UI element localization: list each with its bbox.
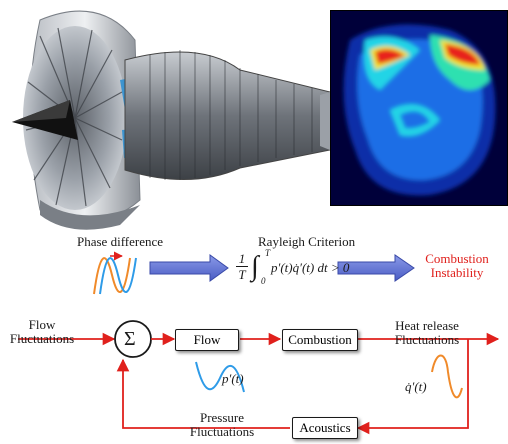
pressure-wave	[195, 361, 245, 393]
formula-numerator: 1	[238, 251, 246, 266]
pressure-fluctuations-label: Pressure Fluctuations	[189, 410, 255, 439]
heat-wave	[431, 354, 463, 399]
flow-block: Flow	[175, 329, 239, 351]
integral-upper: T	[265, 248, 271, 258]
integral-sign: ∫	[251, 251, 259, 282]
acoustics-block: Acoustics	[292, 417, 358, 439]
rayleigh-criterion-label: Rayleigh Criterion	[258, 234, 356, 249]
phase-difference-waves	[93, 251, 137, 295]
big-arrow-2	[337, 254, 415, 282]
big-arrow-1	[149, 254, 229, 282]
heat-signal-label: q̇′(t)	[405, 379, 427, 394]
combustion-block: Combustion	[282, 329, 358, 351]
pressure-signal-label: p′(t)	[222, 371, 244, 386]
phase-difference-label: Phase difference	[77, 234, 164, 249]
formula-integrand: p′(t)q̇′(t) dt > 0	[271, 260, 350, 275]
summation-symbol: Σ	[124, 328, 136, 350]
heat-release-label: Heat release Fluctuations	[394, 318, 460, 347]
integral-lower: 0	[261, 276, 266, 286]
flow-fluctuations-label: Flow Fluctuations	[9, 317, 75, 346]
combustion-instability-label: Combustion Instability	[425, 251, 489, 280]
formula-denominator: T	[238, 267, 246, 282]
flame-image	[330, 10, 508, 206]
